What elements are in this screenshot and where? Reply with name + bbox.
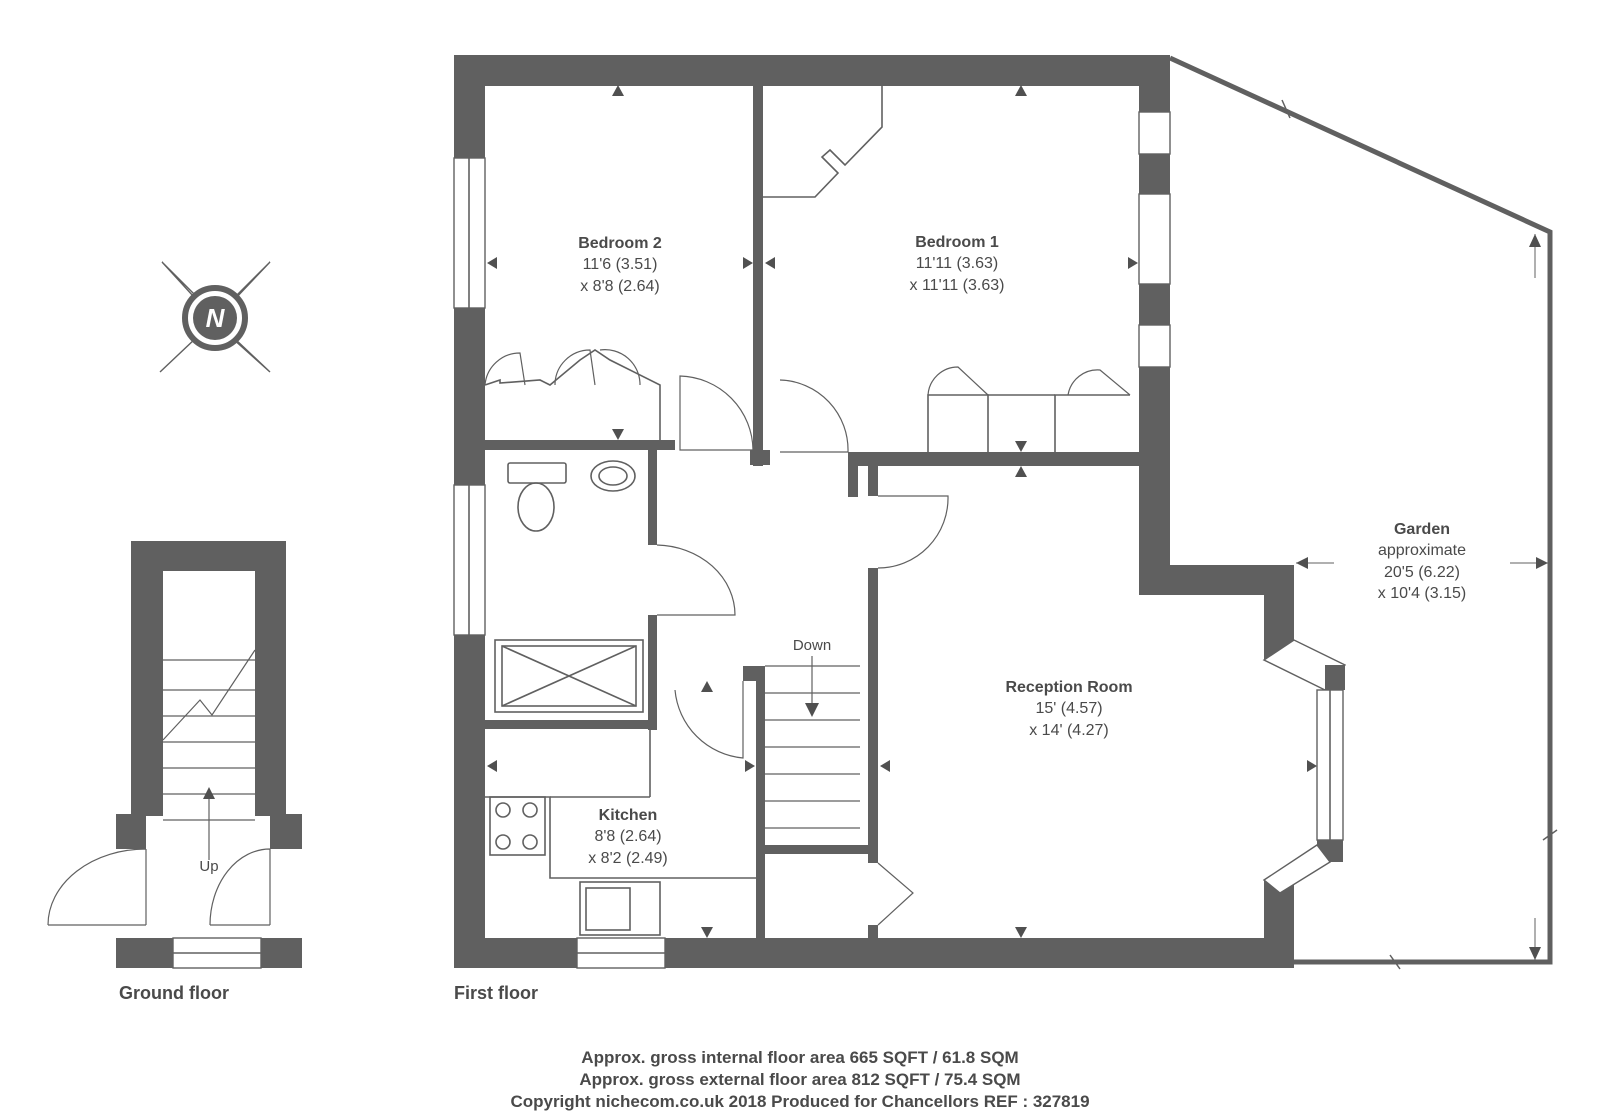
room-kitchen: Kitchen 8'8 (2.64) x 8'2 (2.49) bbox=[588, 807, 668, 867]
external-area-text: Approx. gross external floor area 812 SQ… bbox=[579, 1070, 1020, 1089]
room-name: Bedroom 2 bbox=[578, 235, 662, 252]
room-reception: Reception Room 15' (4.57) x 14' (4.27) bbox=[1005, 679, 1132, 739]
ground-floor-plan: Up Ground floor bbox=[47, 541, 302, 1003]
room-note: approximate bbox=[1378, 542, 1466, 559]
room-garden: Garden approximate 20'5 (6.22) x 10'4 (3… bbox=[1378, 521, 1466, 602]
room-dimension: x 8'2 (2.49) bbox=[588, 850, 668, 867]
room-dimension: 11'11 (3.63) bbox=[916, 255, 999, 272]
room-name: Bedroom 1 bbox=[915, 234, 999, 251]
dimension-arrows bbox=[487, 85, 1548, 960]
copyright-text: Copyright nichecom.co.uk 2018 Produced f… bbox=[510, 1092, 1089, 1111]
room-dimension: x 11'11 (3.63) bbox=[910, 277, 1005, 294]
compass-letter: N bbox=[206, 303, 226, 333]
first-floor-plan: Down bbox=[453, 55, 1558, 970]
room-dimension: x 10'4 (3.15) bbox=[1378, 585, 1466, 602]
room-dimension: x 14' (4.27) bbox=[1029, 722, 1109, 739]
room-dimension: x 8'8 (2.64) bbox=[580, 278, 660, 295]
stairs-down-label: Down bbox=[793, 637, 831, 654]
room-bedroom-2: Bedroom 2 11'6 (3.51) x 8'8 (2.64) bbox=[578, 235, 662, 295]
room-dimension: 20'5 (6.22) bbox=[1384, 564, 1460, 581]
footer: Approx. gross internal floor area 665 SQ… bbox=[510, 1048, 1089, 1111]
room-name: Garden bbox=[1394, 521, 1450, 538]
first-floor-label: First floor bbox=[454, 983, 538, 1003]
room-dimension: 15' (4.57) bbox=[1035, 700, 1102, 717]
ground-floor-label: Ground floor bbox=[119, 983, 229, 1003]
room-bedroom-1: Bedroom 1 11'11 (3.63) x 11'11 (3.63) bbox=[910, 234, 1005, 294]
room-dimension: 8'8 (2.64) bbox=[594, 828, 661, 845]
room-name: Kitchen bbox=[599, 807, 658, 824]
room-name: Reception Room bbox=[1005, 679, 1132, 696]
room-dimension: 11'6 (3.51) bbox=[583, 256, 658, 273]
internal-area-text: Approx. gross internal floor area 665 SQ… bbox=[581, 1048, 1018, 1067]
compass-icon: N bbox=[159, 261, 271, 373]
stairs-up-label: Up bbox=[199, 858, 218, 875]
